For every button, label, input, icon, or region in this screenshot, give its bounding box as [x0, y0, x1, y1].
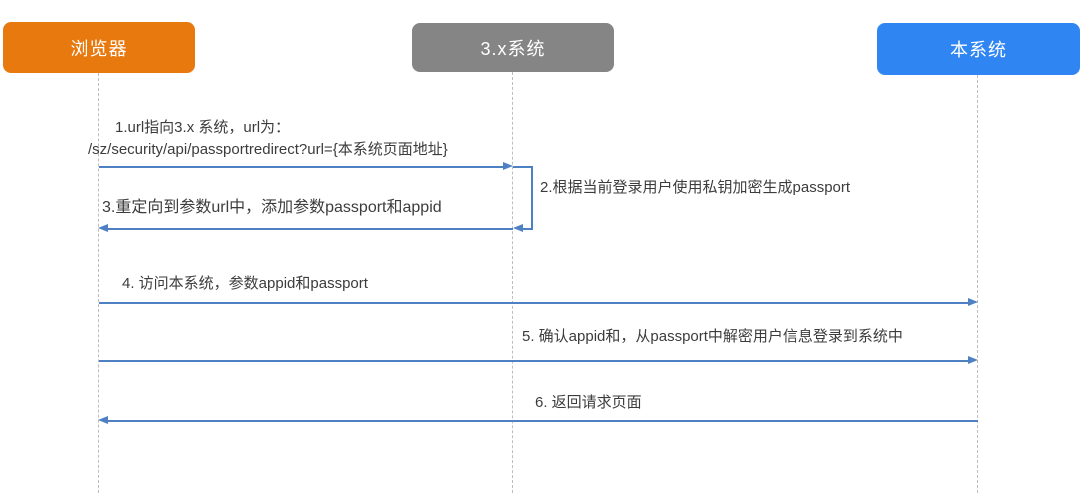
message-2-label: 2.根据当前登录用户使用私钥加密生成passport	[540, 179, 851, 196]
message-4-label: 4. 访问本系统，参数appid和passport	[122, 275, 368, 292]
message-6-arrow	[108, 420, 978, 422]
message-1-arrowhead-icon	[503, 162, 513, 170]
message-2-self-loop-side	[531, 166, 533, 230]
message-2-arrowhead-icon	[513, 224, 523, 232]
participant-browser: 浏览器	[3, 22, 195, 73]
message-3-arrow	[108, 228, 513, 230]
message-1-label-line1: 1.url指向3.x 系统，url为：	[115, 119, 291, 136]
message-6-arrowhead-icon	[98, 416, 108, 424]
message-5-label: 5. 确认appid和，从passport中解密用户信息登录到系统中	[522, 328, 903, 345]
message-2-self-loop-bottom	[522, 228, 533, 230]
message-4-arrow	[99, 302, 968, 304]
message-2-self-loop-top	[513, 166, 533, 168]
message-5-arrowhead-icon	[968, 356, 978, 364]
message-3-label: 3.重定向到参数url中，添加参数passport和appid	[102, 199, 442, 216]
participant-3x-system: 3.x系统	[412, 23, 614, 72]
participant-this-system: 本系统	[877, 23, 1080, 75]
message-4-arrowhead-icon	[968, 298, 978, 306]
message-6-label: 6. 返回请求页面	[535, 394, 642, 411]
message-1-label-line2: /sz/security/api/passportredirect?url={本…	[88, 141, 448, 158]
lifeline-browser	[98, 73, 99, 493]
message-5-arrow	[99, 360, 968, 362]
message-3-arrowhead-icon	[98, 224, 108, 232]
lifeline-this-system	[977, 75, 978, 493]
message-1-arrow	[99, 166, 503, 168]
lifeline-3x-system	[512, 72, 513, 493]
